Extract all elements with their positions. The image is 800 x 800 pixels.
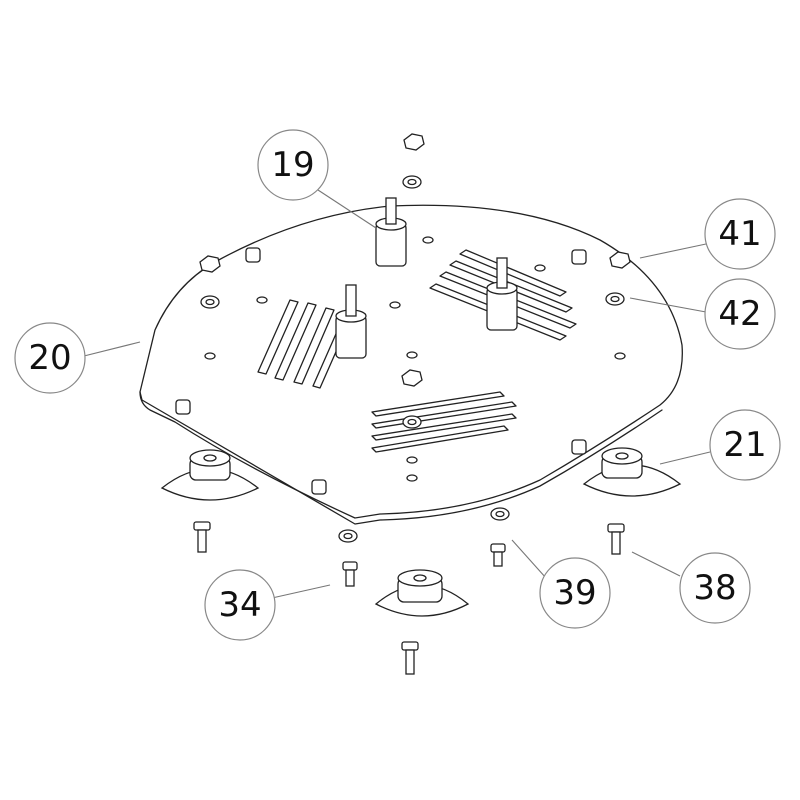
standoff-center (375, 197, 407, 267)
callout-label: 34 (218, 585, 261, 625)
mounting-holes (204, 236, 626, 482)
callout-label: 39 (553, 573, 596, 613)
leader-lines (83, 189, 711, 599)
vent-slots-bottom (371, 391, 517, 453)
callout-label: 38 (693, 568, 736, 608)
suction-foot-left (160, 449, 260, 501)
callout-19: 19 (257, 129, 329, 201)
callout-label: 20 (28, 338, 71, 378)
callout-label: 19 (271, 145, 314, 185)
screws (193, 521, 625, 675)
callout-34: 34 (204, 569, 276, 641)
washers (200, 175, 625, 543)
callout-41: 41 (704, 198, 776, 270)
standoff-left (335, 284, 367, 359)
vent-slots-left (257, 299, 351, 389)
cable-clips (175, 247, 587, 495)
suction-foot-right (582, 447, 682, 497)
callout-42: 42 (704, 278, 776, 350)
standoff-right (486, 257, 518, 331)
callout-label: 21 (723, 425, 766, 465)
suction-foot-front (374, 569, 470, 617)
base-plate (139, 204, 683, 525)
nuts (199, 133, 631, 387)
callout-label: 42 (718, 294, 761, 334)
callout-20: 20 (14, 322, 86, 394)
callout-39: 39 (539, 557, 611, 629)
callout-label: 41 (718, 214, 761, 254)
callout-21: 21 (709, 409, 781, 481)
callout-38: 38 (679, 552, 751, 624)
